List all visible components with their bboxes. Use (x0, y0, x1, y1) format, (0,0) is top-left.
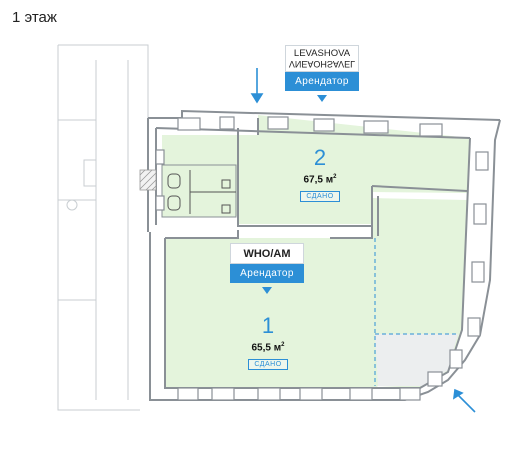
interior-walls (165, 118, 468, 239)
room-area: 67,5 м2 (303, 174, 337, 186)
toilet-icon (167, 170, 236, 214)
status-badge: СДАНО (300, 191, 340, 203)
entrance-arrow-icon (452, 388, 476, 413)
pointer-icon (262, 287, 272, 294)
neighbour-building-outline (57, 44, 149, 411)
unrented-corner (375, 334, 458, 386)
window-niches (155, 116, 489, 401)
tenant-role-badge: Арендатор (285, 72, 359, 91)
room-2-label: 2 67,5 м2 СДАНО (280, 146, 360, 203)
dashed-partitions (374, 238, 458, 386)
bathroom-block (161, 164, 237, 218)
tenant-card-levashova[interactable]: LEVASHOVA VNEAOHSAVEL Арендатор (285, 45, 359, 102)
tenant-logo: LEVASHOVA VNEAOHSAVEL (285, 45, 359, 72)
floor-title: 1 этаж (12, 9, 57, 26)
room-area: 65,5 м2 (251, 342, 285, 354)
status-badge: СДАНО (248, 359, 288, 371)
tenant-logo: WHO/AM (230, 243, 304, 264)
tenant-card-whoam[interactable]: WHO/AM Арендатор (230, 243, 304, 294)
entrance-arrow-icon (250, 68, 264, 104)
room-number: 2 (313, 145, 327, 170)
room-1-label: 1 65,5 м2 СДАНО (228, 314, 308, 371)
stair-hatch (139, 169, 157, 191)
tenant-role-badge: Арендатор (230, 264, 304, 283)
pointer-icon (317, 95, 327, 102)
room-number: 1 (261, 313, 275, 338)
